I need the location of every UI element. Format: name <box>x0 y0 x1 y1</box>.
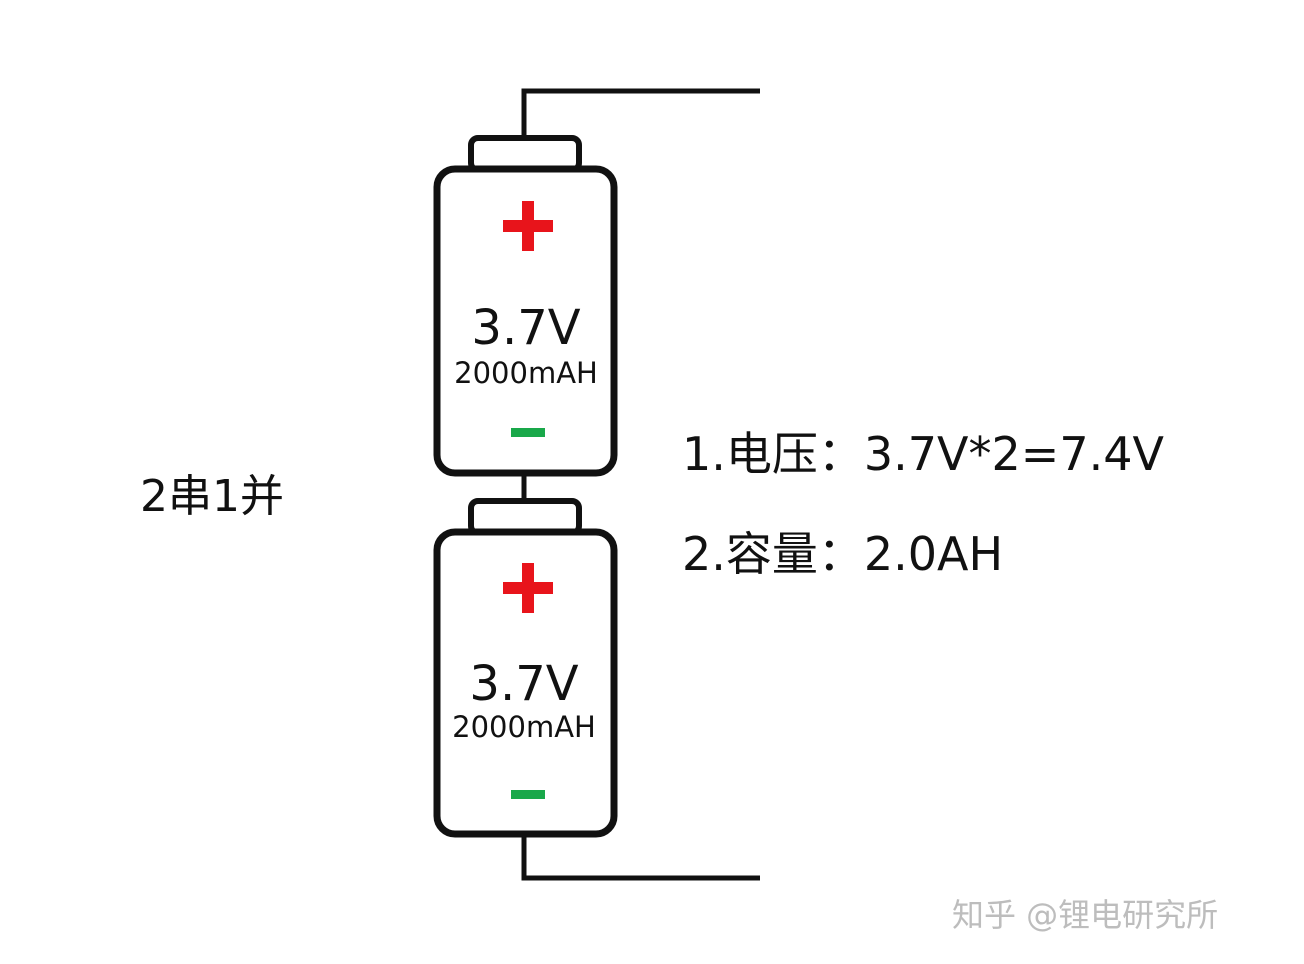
battery-body <box>433 528 618 838</box>
battery-capacity: 2000mAH <box>454 356 598 390</box>
battery-terminal-cap <box>468 498 582 536</box>
watermark: 知乎 @锂电研究所 <box>952 896 1219 934</box>
top-lead-wire <box>521 88 760 140</box>
battery-capacity: 2000mAH <box>452 710 596 744</box>
battery-voltage: 3.7V <box>471 300 580 356</box>
battery-voltage: 3.7V <box>469 656 578 712</box>
battery-cell-1: 3.7V 2000mAH <box>433 135 618 477</box>
bottom-lead-wire <box>521 834 760 881</box>
configuration-label: 2串1并 <box>140 471 284 522</box>
battery-cell-2: 3.7V 2000mAH <box>433 498 618 838</box>
plus-icon <box>503 201 553 251</box>
capacity-spec: 2.容量：2.0AH <box>682 527 1004 581</box>
battery-terminal-cap <box>468 135 582 173</box>
minus-icon <box>511 428 545 437</box>
battery-body <box>433 165 618 477</box>
voltage-spec: 1.电压：3.7V*2=7.4V <box>682 427 1164 481</box>
plus-icon <box>503 563 553 613</box>
minus-icon <box>511 790 545 799</box>
